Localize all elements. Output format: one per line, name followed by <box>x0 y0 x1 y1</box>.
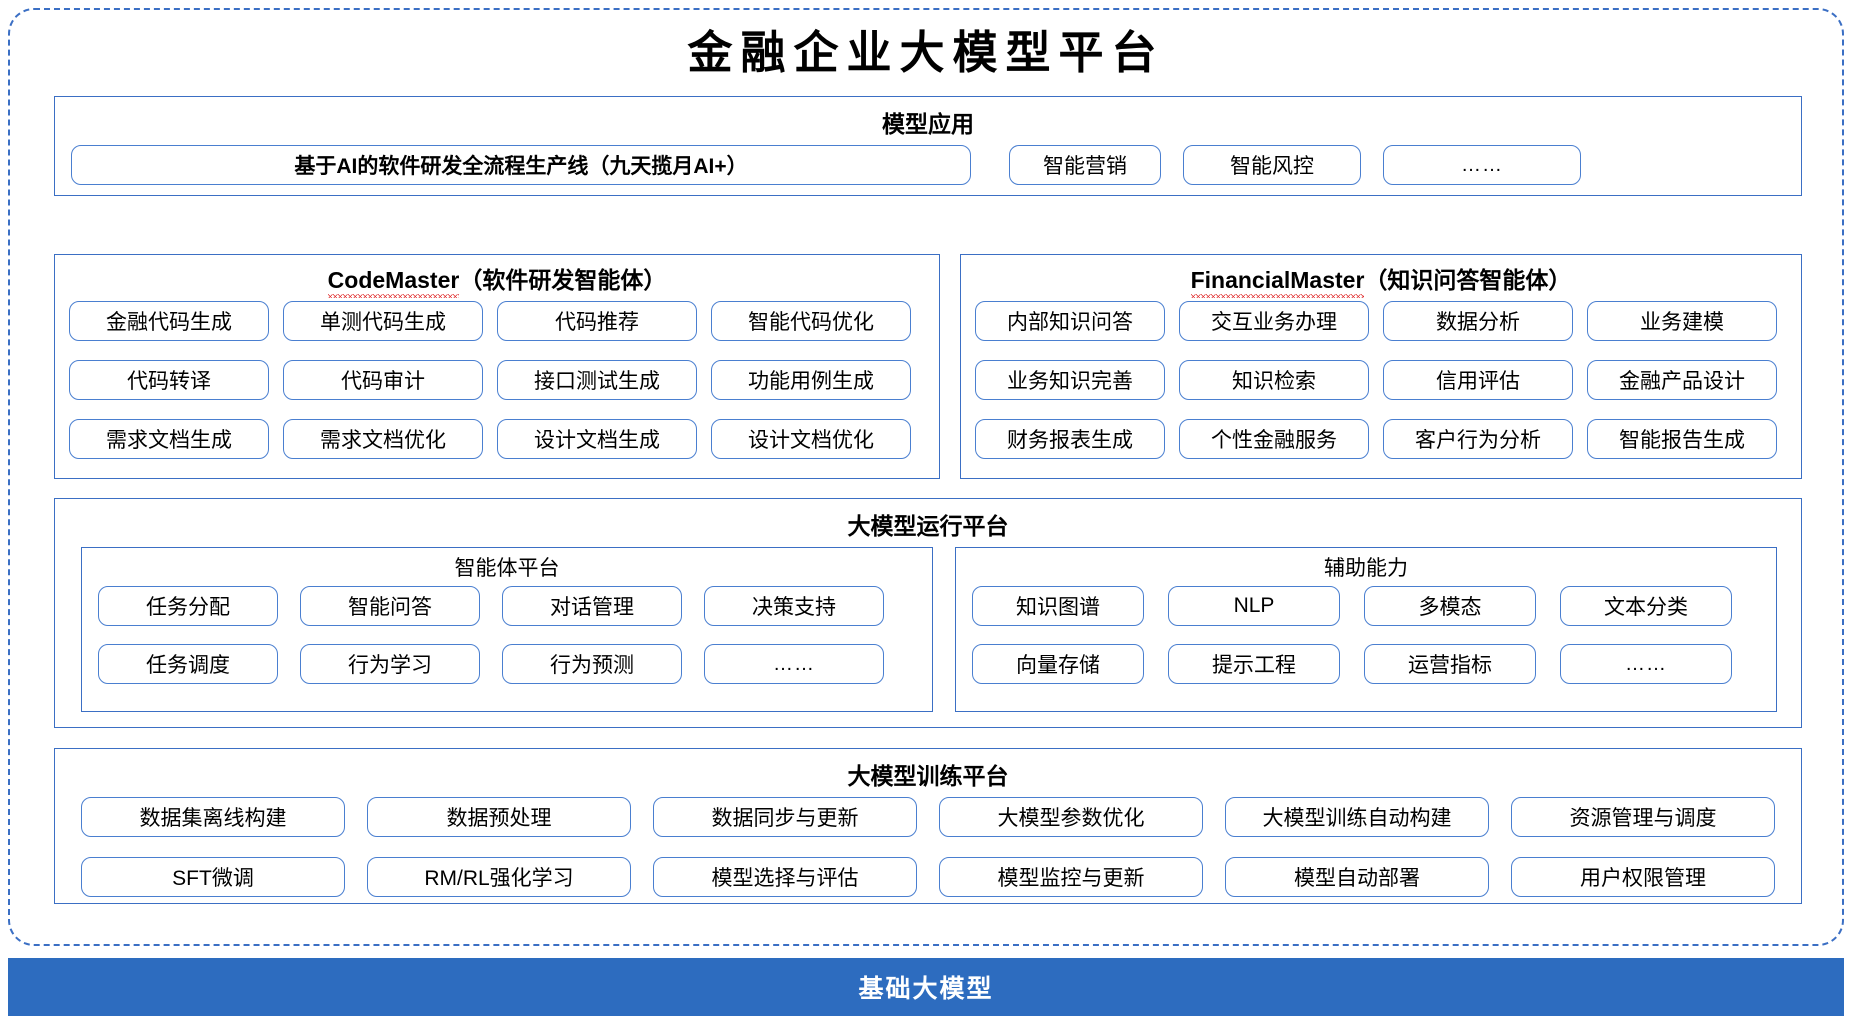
foundation-model-bar: 基础大模型 <box>8 958 1844 1016</box>
foundation-model-label: 基础大模型 <box>858 975 994 1003</box>
chip-auxiliary-1[interactable]: 知识图谱 <box>972 586 1144 626</box>
chip-codemaster-12[interactable]: 设计文档优化 <box>711 419 911 459</box>
chip-auxiliary-6[interactable]: 提示工程 <box>1168 644 1340 684</box>
runtime-platform-title: 大模型运行平台 <box>847 513 1009 539</box>
agent-platform-title: 智能体平台 <box>454 557 560 580</box>
chip-financialmaster-8[interactable]: 金融产品设计 <box>1587 360 1777 400</box>
chip-auxiliary-4[interactable]: 文本分类 <box>1560 586 1732 626</box>
training-platform-chip-row-1: 数据集离线构建 数据预处理 数据同步与更新 大模型参数优化 大模型训练自动构建 … <box>81 797 1777 837</box>
chip-codemaster-5[interactable]: 代码转译 <box>69 360 269 400</box>
chip-agent-platform-3[interactable]: 对话管理 <box>502 586 682 626</box>
codemaster-chip-row-1: 金融代码生成 单测代码生成 代码推荐 智能代码优化 <box>69 301 927 341</box>
chip-auxiliary-more[interactable]: …… <box>1560 644 1732 684</box>
application-layer-panel: 模型应用 基于AI的软件研发全流程生产线（九天揽月AI+） 智能营销 智能风控 … <box>54 96 1802 196</box>
codemaster-name-text: CodeMaster <box>327 267 460 298</box>
chip-application-more[interactable]: …… <box>1383 145 1581 185</box>
chip-agent-platform-4[interactable]: 决策支持 <box>704 586 884 626</box>
chip-codemaster-11[interactable]: 设计文档生成 <box>497 419 697 459</box>
chip-financialmaster-12[interactable]: 智能报告生成 <box>1587 419 1777 459</box>
chip-financialmaster-7[interactable]: 信用评估 <box>1383 360 1573 400</box>
chip-codemaster-3[interactable]: 代码推荐 <box>497 301 697 341</box>
auxiliary-capability-title: 辅助能力 <box>1324 557 1408 580</box>
runtime-platform-panel: 大模型运行平台 智能体平台 任务分配 智能问答 对话管理 决策支持 任务调度 行… <box>54 498 1802 728</box>
codemaster-suffix-text: （软件研发智能体） <box>459 267 667 293</box>
chip-training-4[interactable]: 大模型参数优化 <box>939 797 1203 837</box>
financialmaster-chip-row-2: 业务知识完善 知识检索 信用评估 金融产品设计 <box>975 360 1789 400</box>
chip-agent-platform-5[interactable]: 任务调度 <box>98 644 278 684</box>
chip-agent-platform-2[interactable]: 智能问答 <box>300 586 480 626</box>
chip-training-2[interactable]: 数据预处理 <box>367 797 631 837</box>
chip-training-9[interactable]: 模型选择与评估 <box>653 857 917 897</box>
chip-training-3[interactable]: 数据同步与更新 <box>653 797 917 837</box>
chip-training-5[interactable]: 大模型训练自动构建 <box>1225 797 1489 837</box>
chip-codemaster-6[interactable]: 代码审计 <box>283 360 483 400</box>
application-layer-title: 模型应用 <box>882 111 974 137</box>
agent-platform-chip-row-1: 任务分配 智能问答 对话管理 决策支持 <box>98 586 918 626</box>
chip-financialmaster-11[interactable]: 客户行为分析 <box>1383 419 1573 459</box>
codemaster-panel: CodeMaster（软件研发智能体） 金融代码生成 单测代码生成 代码推荐 智… <box>54 254 940 479</box>
chip-codemaster-8[interactable]: 功能用例生成 <box>711 360 911 400</box>
financialmaster-chip-row-3: 财务报表生成 个性金融服务 客户行为分析 智能报告生成 <box>975 419 1789 459</box>
chip-codemaster-1[interactable]: 金融代码生成 <box>69 301 269 341</box>
auxiliary-chip-row-1: 知识图谱 NLP 多模态 文本分类 <box>972 586 1762 626</box>
financialmaster-name-text: FinancialMaster <box>1190 267 1365 298</box>
chip-ai-sdlc-pipeline[interactable]: 基于AI的软件研发全流程生产线（九天揽月AI+） <box>71 145 971 185</box>
chip-financialmaster-4[interactable]: 业务建模 <box>1587 301 1777 341</box>
chip-financialmaster-6[interactable]: 知识检索 <box>1179 360 1369 400</box>
financialmaster-title: FinancialMaster（知识问答智能体） <box>961 261 1801 298</box>
agent-platform-chip-row-2: 任务调度 行为学习 行为预测 …… <box>98 644 918 684</box>
agent-platform-subpanel: 智能体平台 任务分配 智能问答 对话管理 决策支持 任务调度 行为学习 行为预测… <box>81 547 933 712</box>
chip-auxiliary-3[interactable]: 多模态 <box>1364 586 1536 626</box>
chip-smart-risk-control[interactable]: 智能风控 <box>1183 145 1361 185</box>
training-platform-title: 大模型训练平台 <box>847 763 1009 789</box>
chip-financialmaster-2[interactable]: 交互业务办理 <box>1179 301 1369 341</box>
auxiliary-capability-subpanel: 辅助能力 知识图谱 NLP 多模态 文本分类 向量存储 提示工程 运营指标 …… <box>955 547 1777 712</box>
chip-codemaster-9[interactable]: 需求文档生成 <box>69 419 269 459</box>
chip-financialmaster-3[interactable]: 数据分析 <box>1383 301 1573 341</box>
chip-training-1[interactable]: 数据集离线构建 <box>81 797 345 837</box>
codemaster-chip-row-2: 代码转译 代码审计 接口测试生成 功能用例生成 <box>69 360 927 400</box>
chip-smart-marketing[interactable]: 智能营销 <box>1009 145 1161 185</box>
chip-financialmaster-1[interactable]: 内部知识问答 <box>975 301 1165 341</box>
chip-training-11[interactable]: 模型自动部署 <box>1225 857 1489 897</box>
chip-codemaster-10[interactable]: 需求文档优化 <box>283 419 483 459</box>
diagram-outer-frame: 金融企业大模型平台 模型应用 基于AI的软件研发全流程生产线（九天揽月AI+） … <box>8 8 1844 946</box>
chip-codemaster-2[interactable]: 单测代码生成 <box>283 301 483 341</box>
auxiliary-chip-row-2: 向量存储 提示工程 运营指标 …… <box>972 644 1762 684</box>
codemaster-title: CodeMaster（软件研发智能体） <box>55 261 939 298</box>
chip-agent-platform-7[interactable]: 行为预测 <box>502 644 682 684</box>
codemaster-chip-row-3: 需求文档生成 需求文档优化 设计文档生成 设计文档优化 <box>69 419 927 459</box>
chip-training-6[interactable]: 资源管理与调度 <box>1511 797 1775 837</box>
application-layer-chip-row: 基于AI的软件研发全流程生产线（九天揽月AI+） 智能营销 智能风控 …… <box>71 145 1787 185</box>
page-title: 金融企业大模型平台 <box>687 26 1165 79</box>
chip-training-8[interactable]: RM/RL强化学习 <box>367 857 631 897</box>
chip-codemaster-7[interactable]: 接口测试生成 <box>497 360 697 400</box>
chip-financialmaster-9[interactable]: 财务报表生成 <box>975 419 1165 459</box>
chip-financialmaster-5[interactable]: 业务知识完善 <box>975 360 1165 400</box>
training-platform-chip-row-2: SFT微调 RM/RL强化学习 模型选择与评估 模型监控与更新 模型自动部署 用… <box>81 857 1777 897</box>
financialmaster-suffix-text: （知识问答智能体） <box>1364 267 1572 293</box>
chip-financialmaster-10[interactable]: 个性金融服务 <box>1179 419 1369 459</box>
chip-auxiliary-5[interactable]: 向量存储 <box>972 644 1144 684</box>
chip-agent-platform-1[interactable]: 任务分配 <box>98 586 278 626</box>
chip-codemaster-4[interactable]: 智能代码优化 <box>711 301 911 341</box>
financialmaster-panel: FinancialMaster（知识问答智能体） 内部知识问答 交互业务办理 数… <box>960 254 1802 479</box>
chip-training-7[interactable]: SFT微调 <box>81 857 345 897</box>
financialmaster-chip-row-1: 内部知识问答 交互业务办理 数据分析 业务建模 <box>975 301 1789 341</box>
chip-auxiliary-7[interactable]: 运营指标 <box>1364 644 1536 684</box>
training-platform-panel: 大模型训练平台 数据集离线构建 数据预处理 数据同步与更新 大模型参数优化 大模… <box>54 748 1802 904</box>
chip-agent-platform-6[interactable]: 行为学习 <box>300 644 480 684</box>
chip-auxiliary-2[interactable]: NLP <box>1168 586 1340 626</box>
chip-agent-platform-more[interactable]: …… <box>704 644 884 684</box>
chip-training-12[interactable]: 用户权限管理 <box>1511 857 1775 897</box>
chip-training-10[interactable]: 模型监控与更新 <box>939 857 1203 897</box>
